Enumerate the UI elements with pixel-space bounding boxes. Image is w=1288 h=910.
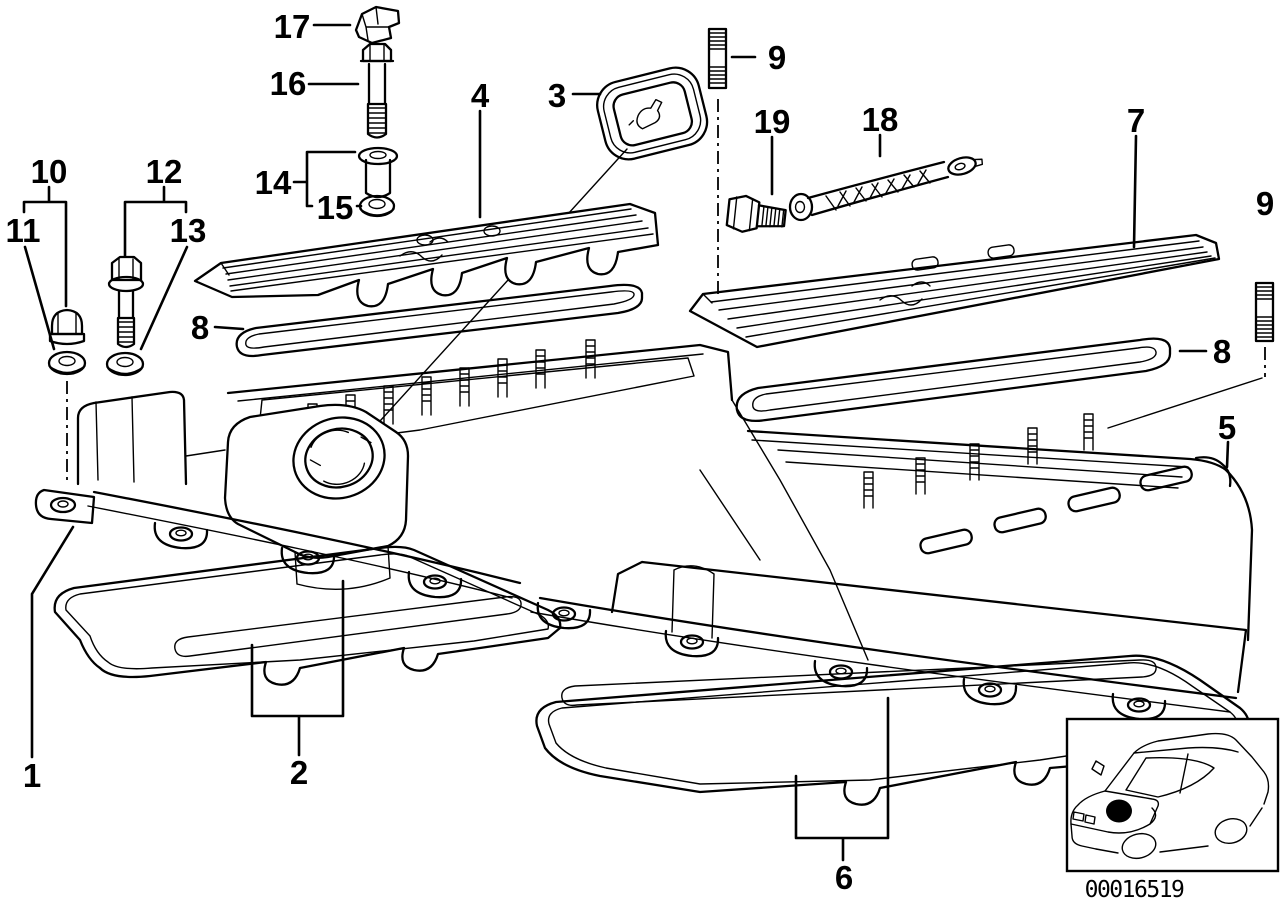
retainer-clip-part-17 bbox=[354, 5, 401, 45]
spacer-sleeve-part-14 bbox=[357, 146, 399, 199]
bolt-part-16 bbox=[359, 42, 395, 139]
callout-9-top: 9 bbox=[768, 39, 786, 76]
oil-filler-cap-part-3 bbox=[596, 66, 709, 161]
callout-5: 5 bbox=[1218, 409, 1236, 446]
callout-18: 18 bbox=[862, 101, 899, 138]
cylinder-head-cover-right-part-5 bbox=[530, 413, 1254, 721]
screw-part-19 bbox=[725, 194, 787, 233]
callout-6: 6 bbox=[835, 859, 853, 896]
callout-14: 14 bbox=[255, 164, 292, 201]
oil-filler-neck bbox=[292, 416, 386, 500]
callout-16: 16 bbox=[270, 65, 307, 102]
callout-leader-lines bbox=[22, 23, 1266, 862]
callout-17: 17 bbox=[274, 8, 311, 45]
earth-strap-part-18 bbox=[788, 156, 984, 222]
vehicle-inset: 00016519 bbox=[1065, 717, 1280, 903]
inset-frame bbox=[1065, 717, 1280, 873]
washer-part-15 bbox=[358, 194, 396, 218]
stud-part-9-right bbox=[1254, 281, 1275, 343]
bmw-coupe-icon bbox=[1070, 732, 1270, 860]
inset-code: 00016519 bbox=[1085, 877, 1184, 903]
engine-location-dot bbox=[1106, 799, 1132, 823]
callout-13: 13 bbox=[170, 212, 207, 249]
callout-15: 15 bbox=[317, 189, 354, 226]
callout-11: 11 bbox=[6, 212, 41, 249]
ribbed-cover-right-part-7 bbox=[688, 233, 1221, 349]
cap-nut-part-11 bbox=[47, 308, 87, 376]
callout-labels: 1 2 3 4 5 6 7 8 8 9 9 10 11 12 13 14 15 … bbox=[6, 8, 1275, 896]
cover-gasket-right-part-6 bbox=[535, 654, 1251, 806]
profile-gasket-part-8-left bbox=[235, 283, 644, 358]
callout-7: 7 bbox=[1127, 102, 1145, 139]
callout-1: 1 bbox=[23, 757, 41, 794]
stud-part-9-top bbox=[707, 27, 728, 90]
oil-can-icon bbox=[628, 98, 663, 130]
callout-4: 4 bbox=[471, 77, 490, 114]
cylinder-head-cover-left-part-1 bbox=[34, 339, 869, 661]
profile-gasket-part-8-right bbox=[735, 337, 1172, 423]
callout-12: 12 bbox=[146, 153, 183, 190]
callout-2: 2 bbox=[290, 754, 308, 791]
ribbed-cover-left-part-4 bbox=[193, 202, 660, 308]
callout-9-right: 9 bbox=[1256, 185, 1274, 222]
bolt-part-13 bbox=[105, 255, 145, 377]
callout-19: 19 bbox=[754, 103, 791, 140]
cover-gasket-left-part-2 bbox=[53, 545, 562, 686]
callout-8-right: 8 bbox=[1213, 333, 1231, 370]
callout-10: 10 bbox=[31, 153, 68, 190]
callout-8-left: 8 bbox=[191, 309, 209, 346]
callout-3: 3 bbox=[548, 77, 566, 114]
